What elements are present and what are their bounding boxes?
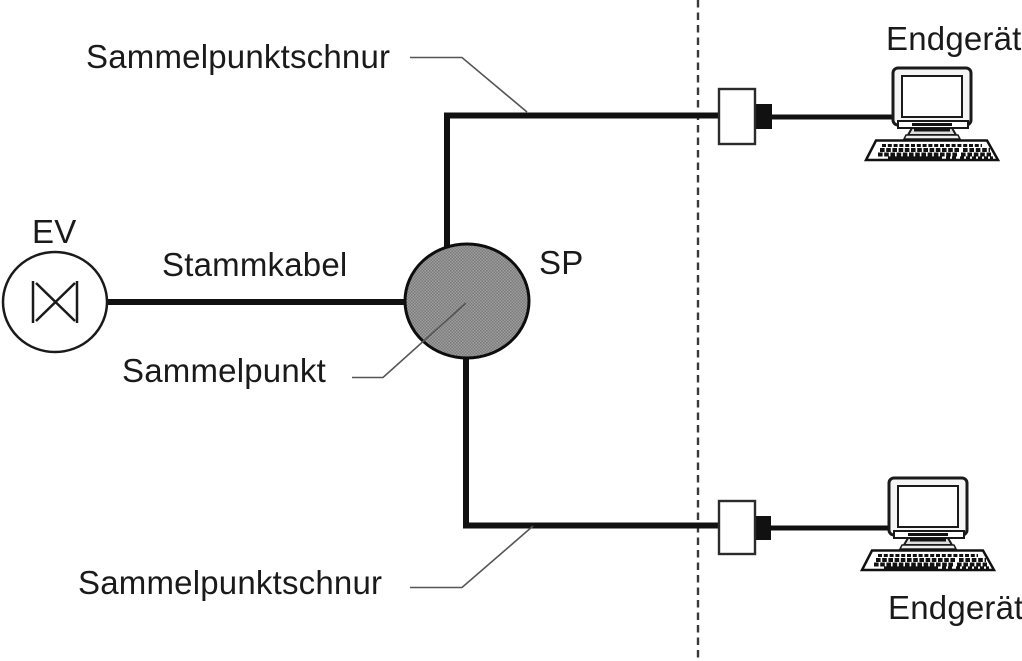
label-endgeraet-bottom: Endgerät [888,589,1022,626]
outlet-box-top-icon [717,87,772,146]
leader-line-sammelpunktschnur-bottom [410,525,534,589]
computer-icon-top [864,66,1000,162]
label-stammkabel: Stammkabel [162,246,348,283]
sammelpunktschnur-cable-top [444,112,722,255]
label-sammelpunktschnur-bottom: Sammelpunktschnur [78,564,383,601]
computer-icon-bottom [860,476,996,572]
label-endgeraet-top: Endgerät [886,20,1022,57]
leader-line-sammelpunkt [352,302,467,379]
label-sp: SP [539,244,584,281]
label-sammelpunkt: Sammelpunkt [122,352,326,389]
outlet-box-bottom-icon [717,499,771,556]
label-ev: EV [32,213,77,250]
leader-line-sammelpunktschnur-top [410,56,528,113]
ev-node-icon [1,250,109,354]
sammelpunktschnur-cable-bottom [463,350,722,529]
label-sammelpunktschnur-top: Sammelpunktschnur [86,38,391,75]
